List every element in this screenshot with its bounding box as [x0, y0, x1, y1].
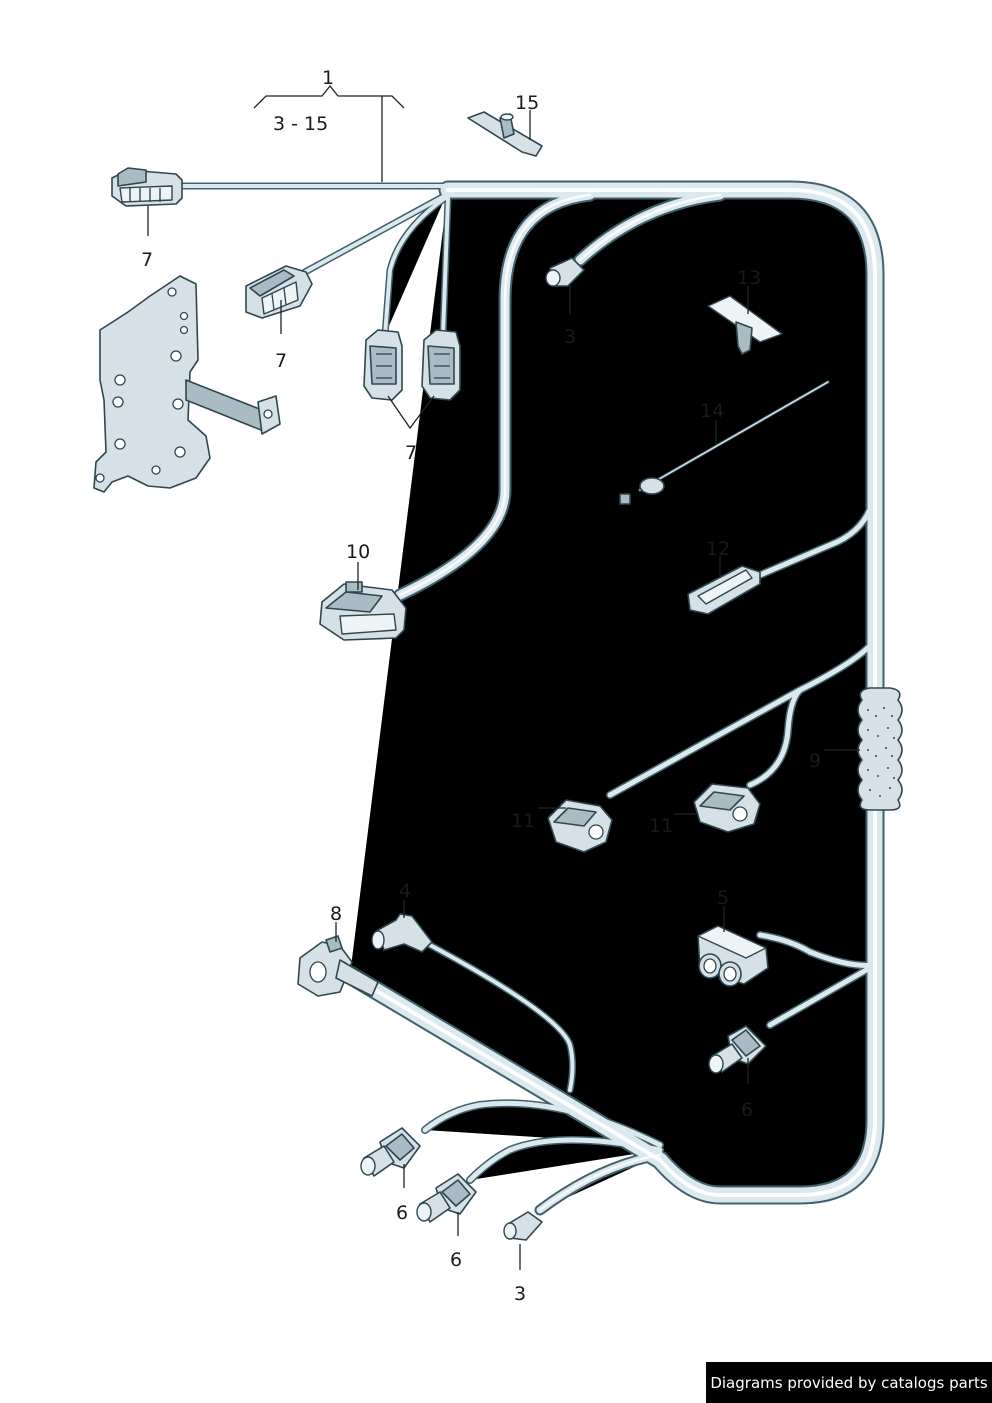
connector-7-top-left [111, 167, 183, 207]
callout-14: 14 [700, 400, 724, 422]
connector-5 [697, 925, 769, 987]
harness-cables [305, 190, 875, 1210]
leader-lines [147, 84, 860, 1270]
connector-8 [297, 935, 379, 997]
connector-7-pair-left [363, 329, 403, 401]
connector-6-lower-b [416, 1173, 477, 1223]
callout-12: 12 [706, 538, 730, 560]
callout-7-middle: 7 [275, 350, 287, 372]
catalog-footer-banner: Diagrams provided by catalogs parts [706, 1362, 992, 1403]
callout-7-pair: 7 [405, 442, 417, 464]
clip-15 [467, 111, 543, 157]
callout-4: 4 [399, 880, 411, 902]
connector-6-right [708, 1025, 767, 1074]
callout-7-top-left: 7 [141, 249, 153, 271]
plug-4 [371, 913, 433, 953]
connector-7-pair-right [421, 329, 461, 401]
callout-9: 9 [809, 750, 821, 772]
callout-15: 15 [515, 92, 539, 114]
connector-7-middle [245, 265, 313, 319]
callout-8: 8 [330, 903, 342, 925]
clip-13 [707, 295, 783, 355]
connector-10 [319, 581, 407, 641]
callout-range: 3 - 15 [273, 113, 328, 135]
callout-11-left: 11 [511, 810, 535, 832]
plug-3-bottom [503, 1211, 543, 1241]
callout-3-bottom: 3 [514, 1283, 526, 1305]
callout-11-right: 11 [649, 815, 673, 837]
callout-1: 1 [322, 67, 334, 89]
callout-5: 5 [717, 887, 729, 909]
plug-3-top [545, 257, 585, 287]
callout-6-lower-a: 6 [396, 1202, 408, 1224]
sleeve-9 [857, 687, 903, 811]
callout-3-top: 3 [564, 326, 576, 348]
cable-tie-14 [619, 380, 830, 505]
callout-13: 13 [737, 267, 761, 289]
callout-10: 10 [346, 541, 370, 563]
callout-6-lower-b: 6 [450, 1249, 462, 1271]
callout-labels: 1 3 - 15 15 7 7 7 3 13 14 10 12 9 11 11 … [141, 67, 821, 1305]
connector-6-lower-a [360, 1127, 421, 1177]
connector-11-left [547, 799, 613, 853]
footer-text: Diagrams provided by catalogs parts [710, 1373, 988, 1392]
connector-11-right [693, 783, 761, 833]
callout-6-right: 6 [741, 1099, 753, 1121]
mounting-bracket [93, 275, 281, 493]
connector-12 [687, 565, 761, 615]
